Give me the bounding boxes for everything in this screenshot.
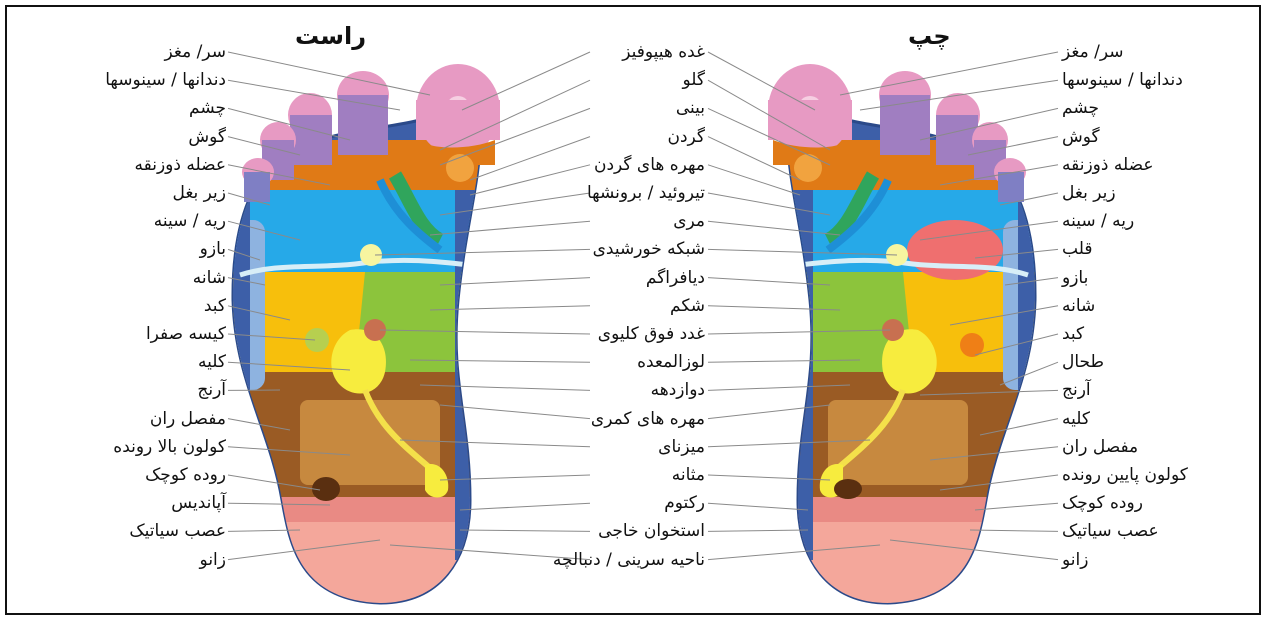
left_outer_labels-label: آرنج (1062, 380, 1091, 400)
left_outer_labels-label: کبد (1062, 324, 1084, 344)
leader-line (708, 503, 808, 510)
leader-line (440, 278, 590, 285)
leader-line (470, 165, 590, 195)
left_outer_labels-label: روده کوچک (1062, 493, 1143, 513)
left_outer_labels-label: گوش (1062, 127, 1100, 147)
right_outer_labels-label: عضله ذوزنقه (135, 155, 226, 175)
title-left-foot: چپ (908, 22, 951, 50)
left_outer_labels-label: زانو (1062, 550, 1088, 570)
right_outer_labels-label: دندانها / سینوسها (105, 70, 226, 90)
left_outer_labels-label: دندانها / سینوسها (1062, 70, 1183, 90)
right_outer_labels-label: آرنج (197, 380, 226, 400)
center_labels-label: رکتوم (664, 493, 705, 513)
leader-line (708, 530, 808, 531)
center_labels-label: میزنای (658, 437, 705, 457)
left_outer_labels-label: قلب (1062, 239, 1092, 259)
right_outer_labels-label: گوش (188, 127, 226, 147)
right_outer_labels-label: کبد (204, 296, 226, 316)
left_outer_labels-label: کولون پایین رونده (1062, 465, 1188, 485)
right_outer_labels-label: مفصل ران (150, 409, 226, 429)
right_outer_labels-label: روده کوچک (145, 465, 226, 485)
left_outer_labels-label: کلیه (1062, 409, 1090, 429)
center_labels-label: گردن (667, 127, 705, 147)
center_labels-label: مثانه (672, 465, 705, 485)
center_labels-label: مری (673, 211, 705, 231)
center_labels-label: لوزالمعده (637, 352, 705, 372)
leader-line (460, 503, 590, 510)
right_outer_labels-label: ریه / سینه (154, 211, 226, 231)
right_outer_labels-label: زیر بغل (172, 183, 226, 203)
center_labels-label: دوازدهه (651, 380, 705, 400)
center_labels-label: بینی (676, 98, 705, 118)
right_outer_labels-label: چشم (189, 98, 226, 118)
right_outer_labels-label: آپاندیس (171, 493, 226, 513)
center_labels-label: شکم (670, 296, 705, 316)
left_outer_labels-label: شانه (1062, 296, 1095, 316)
leader-line (975, 503, 1058, 510)
left_outer_labels-label: بازو (1062, 268, 1088, 288)
left_outer_labels-label: چشم (1062, 98, 1099, 118)
title-right-foot: راست (295, 22, 366, 50)
left_outer_labels-label: عصب سیاتیک (1062, 521, 1159, 541)
right_outer_labels-label: کیسه صفرا (146, 324, 226, 344)
left_outer_labels-label: ریه / سینه (1062, 211, 1134, 231)
center_labels-label: مهره های کمری (591, 409, 705, 429)
right_outer_labels-label: بازو (200, 239, 226, 259)
leader-line (228, 52, 430, 95)
leader-line (840, 52, 1058, 95)
center_labels-label: مهره های گردن (594, 155, 705, 175)
center_labels-label: غدد فوق کلیوی (598, 324, 705, 344)
center_labels-label: گلو (682, 70, 705, 90)
leader-line (708, 165, 800, 195)
right_outer_labels-label: زانو (200, 550, 226, 570)
center_labels-label: تیروئید / برونشها (587, 183, 705, 203)
center_labels-label: غده هیپوفیز (622, 42, 705, 62)
left_outer_labels-label: سر/ مغز (1062, 42, 1123, 62)
right_outer_labels-label: کلیه (198, 352, 226, 372)
right_outer_labels-label: شانه (193, 268, 226, 288)
left_outer_labels-label: طحال (1062, 352, 1104, 372)
right_outer_labels-label: کولون بالا رونده (113, 437, 226, 457)
left_outer_labels-label: عضله ذوزنقه (1062, 155, 1153, 175)
left_outer_labels-label: مفصل ران (1062, 437, 1138, 457)
right_outer_labels-label: سر/ مغز (165, 42, 226, 62)
leader-line (460, 530, 590, 531)
leader-line (970, 530, 1058, 531)
right_outer_labels-label: عصب سیاتیک (129, 521, 226, 541)
left_outer_labels-label: زیر بغل (1062, 183, 1116, 203)
center_labels-label: استخوان خاجی (598, 521, 705, 541)
center_labels-label: شبکه خورشیدی (593, 239, 705, 259)
right-foot (220, 64, 500, 612)
left-foot (768, 64, 1050, 612)
center_labels-label: ناحیه سرینی / دنبالچه (553, 550, 705, 570)
center_labels-label: دیافراگم (646, 268, 705, 288)
